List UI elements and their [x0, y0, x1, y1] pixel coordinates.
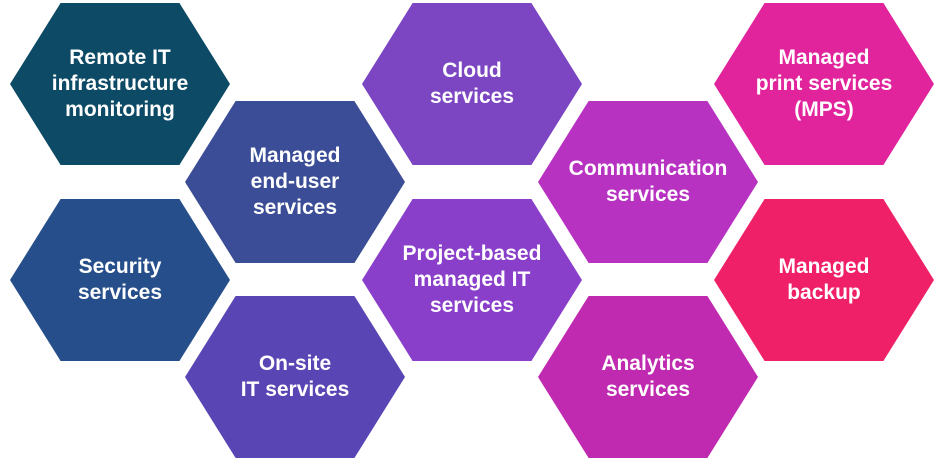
hex-managed-print-services: Managed print services (MPS)	[714, 3, 934, 165]
hex-project-based-managed-it-services: Project-based managed IT services	[362, 199, 582, 361]
hex-label: Managed end-user services	[249, 144, 341, 219]
hex-label: Security services	[77, 255, 163, 304]
hex-analytics-services: Analytics services	[538, 296, 758, 458]
hex-label: Cloud services	[429, 59, 515, 108]
hex-label: Managed print services (MPS)	[755, 46, 893, 121]
hex-cloud-services: Cloud services	[362, 3, 582, 165]
hex-label: On-site IT services	[240, 352, 350, 401]
hex-label: Communication services	[568, 157, 728, 206]
hex-remote-it-infrastructure-monitoring: Remote IT infrastructure monitoring	[10, 3, 230, 165]
hex-managed-end-user-services: Managed end-user services	[185, 101, 405, 263]
hex-security-services: Security services	[10, 199, 230, 361]
hex-label: Remote IT infrastructure monitoring	[51, 46, 189, 121]
hex-on-site-it-services: On-site IT services	[185, 296, 405, 458]
hex-label: Project-based managed IT services	[402, 242, 542, 317]
hex-label: Managed backup	[778, 255, 870, 304]
hex-communication-services: Communication services	[538, 101, 758, 263]
hex-managed-backup: Managed backup	[714, 199, 934, 361]
hex-label: Analytics services	[601, 352, 695, 401]
